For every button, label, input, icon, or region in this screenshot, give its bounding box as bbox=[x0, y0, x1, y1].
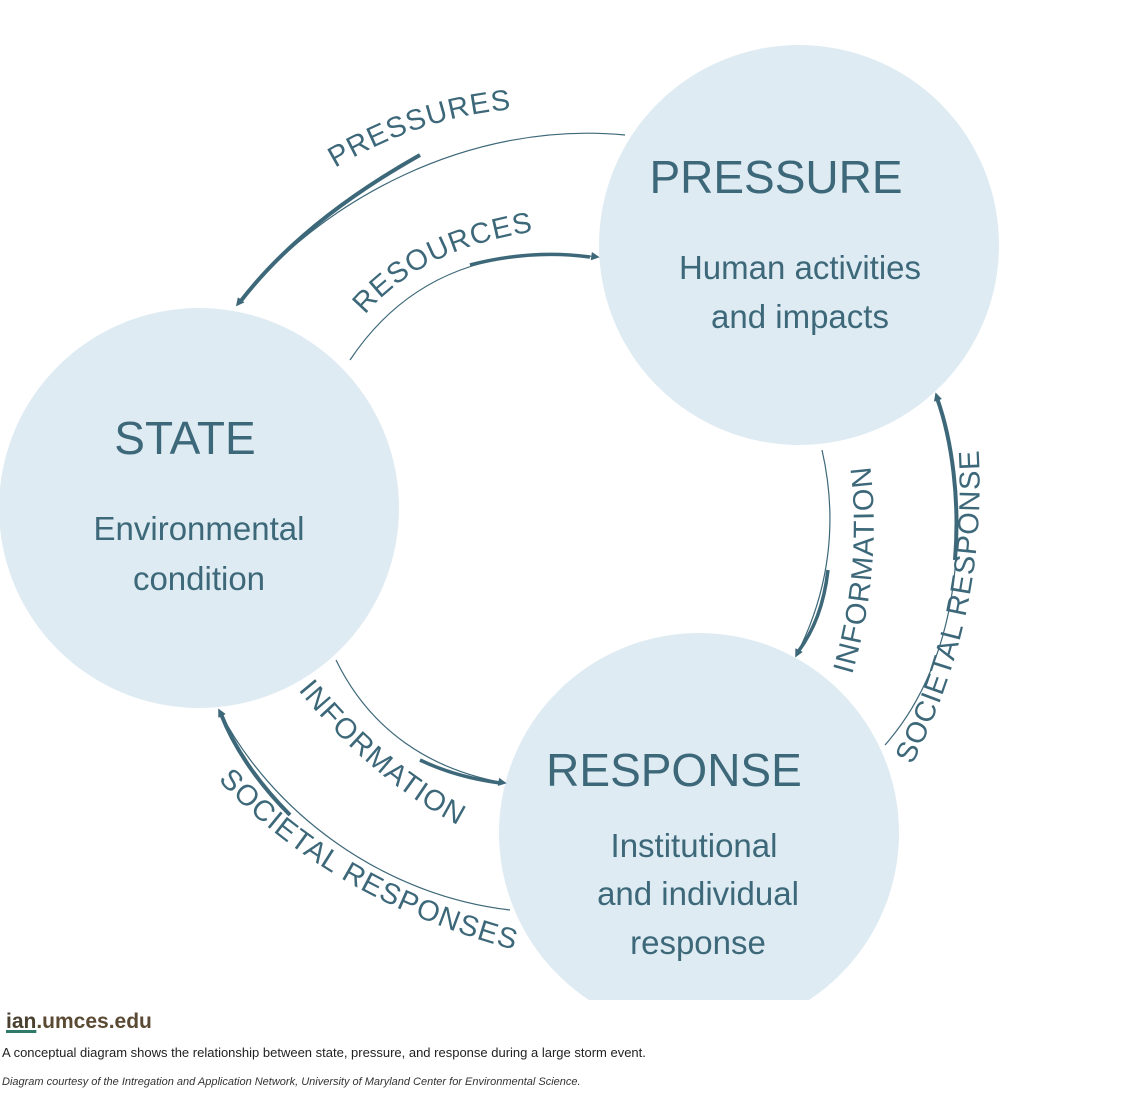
response-desc-line-2: and individual bbox=[597, 875, 799, 912]
resources-label: RESOURCES bbox=[347, 207, 536, 320]
societal-rs-label: SOCIETAL RESPONSES bbox=[213, 763, 522, 957]
logo-domain-text: .umces.edu bbox=[36, 1010, 152, 1033]
state-title: STATE bbox=[114, 412, 255, 464]
diagram-credit: Diagram courtesy of the Intregation and … bbox=[2, 1076, 581, 1088]
response-circle bbox=[499, 633, 899, 1000]
information-sr-arrow-thick bbox=[419, 758, 501, 785]
ian-logo[interactable]: ian.umces.edu bbox=[6, 1010, 152, 1034]
logo-ian-text: ian bbox=[6, 1010, 37, 1033]
pressure-circle bbox=[599, 45, 999, 445]
societal-rp-arrow-thick bbox=[935, 397, 959, 561]
diagram-caption: A conceptual diagram shows the relations… bbox=[2, 1045, 646, 1060]
response-title: RESPONSE bbox=[546, 744, 802, 796]
societal-rs-arrow bbox=[218, 708, 511, 911]
pressures-arrow-thick bbox=[238, 153, 421, 304]
pressures-arrow bbox=[235, 132, 626, 307]
response-desc-line-3: response bbox=[630, 924, 766, 961]
pressure-desc-line-2: and impacts bbox=[711, 298, 889, 335]
dpsir-diagram: PRESSURE Human activities and impacts ST… bbox=[0, 0, 999, 1000]
state-desc-line-2: condition bbox=[133, 560, 265, 597]
information-pr-label: INFORMATION bbox=[828, 465, 881, 677]
pressures-label: PRESSURES bbox=[323, 84, 513, 174]
societal-rs-arrow-thick bbox=[219, 713, 292, 817]
state-desc-line-1: Environmental bbox=[94, 510, 305, 547]
information-sr-label: INFORMATION bbox=[293, 674, 471, 832]
information-pr-arrow-thick bbox=[796, 569, 830, 654]
pressure-desc-line-1: Human activities bbox=[679, 249, 921, 286]
information-pr-arrow bbox=[795, 449, 831, 658]
response-desc-line-1: Institutional bbox=[611, 827, 778, 864]
information-sr-arrow bbox=[335, 659, 507, 786]
state-circle bbox=[0, 308, 399, 708]
resources-arrow-thick bbox=[469, 252, 591, 267]
pressure-title: PRESSURE bbox=[649, 151, 902, 203]
